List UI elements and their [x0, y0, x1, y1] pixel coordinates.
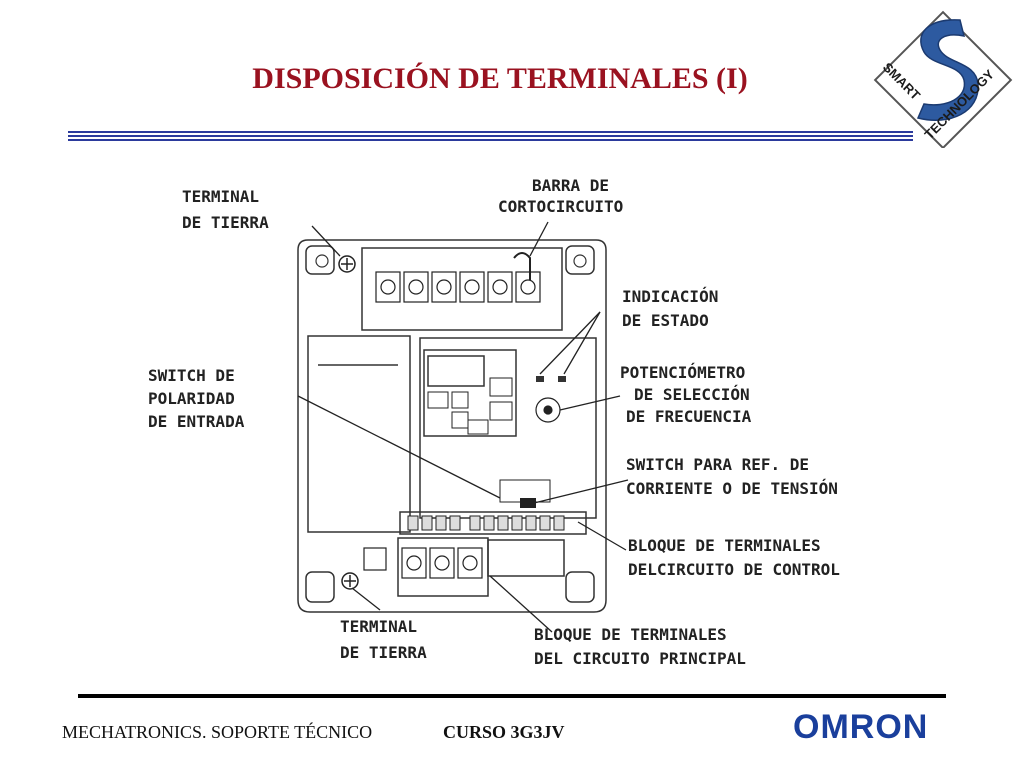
slide-title: DISPOSICIÓN DE TERMINALES (I)	[252, 62, 748, 95]
label-potenciometro-1: POTENCIÓMETRO	[620, 363, 745, 382]
label-bloque-principal-2: DEL CIRCUITO PRINCIPAL	[534, 649, 746, 668]
label-switch-polaridad-2: POLARIDAD	[148, 389, 235, 408]
shorting-bar	[513, 252, 531, 280]
smart-technology-logo: SMART TECHNOLOGY	[873, 10, 1013, 148]
title-rule	[68, 131, 913, 143]
label-barra-1: BARRA DE	[532, 176, 609, 195]
label-switch-polaridad-3: DE ENTRADA	[148, 412, 245, 431]
footer-course: CURSO 3G3JV	[443, 722, 565, 742]
ground-screw-top	[338, 255, 356, 273]
footer-department: MECHATRONICS. SOPORTE TÉCNICO	[62, 722, 373, 742]
label-potenciometro-2: DE SELECCIÓN	[634, 385, 750, 404]
ground-screw-bottom	[341, 572, 359, 590]
label-terminal-tierra-top-2: DE TIERRA	[182, 213, 269, 232]
label-bloque-control-1: BLOQUE DE TERMINALES	[628, 536, 821, 555]
label-indicacion-2: DE ESTADO	[622, 311, 709, 330]
inverter-case	[297, 239, 607, 613]
label-potenciometro-3: DE FRECUENCIA	[626, 407, 752, 426]
label-terminal-tierra-bottom-2: DE TIERRA	[340, 643, 427, 662]
omron-logo: OMRON	[793, 708, 929, 746]
label-barra-2: CORTOCIRCUITO	[498, 197, 623, 216]
label-terminal-tierra-top-1: TERMINAL	[182, 187, 259, 206]
label-bloque-principal-1: BLOQUE DE TERMINALES	[534, 625, 727, 644]
label-switch-polaridad-1: SWITCH DE	[148, 366, 235, 385]
label-switch-ref-2: CORRIENTE O DE TENSIÓN	[626, 479, 838, 498]
footer-rule	[78, 694, 946, 698]
label-terminal-tierra-bottom-1: TERMINAL	[340, 617, 417, 636]
main-top-terminals	[375, 271, 541, 303]
terminal-layout-diagram: TERMINAL DE TIERRA BARRA DE CORTOCIRCUIT…	[148, 176, 840, 668]
label-bloque-control-2: DELCIRCUITO DE CONTROL	[628, 560, 840, 579]
label-switch-ref-1: SWITCH PARA REF. DE	[626, 455, 809, 474]
frequency-potentiometer	[535, 397, 561, 423]
label-indicacion-1: INDICACIÓN	[622, 287, 718, 306]
